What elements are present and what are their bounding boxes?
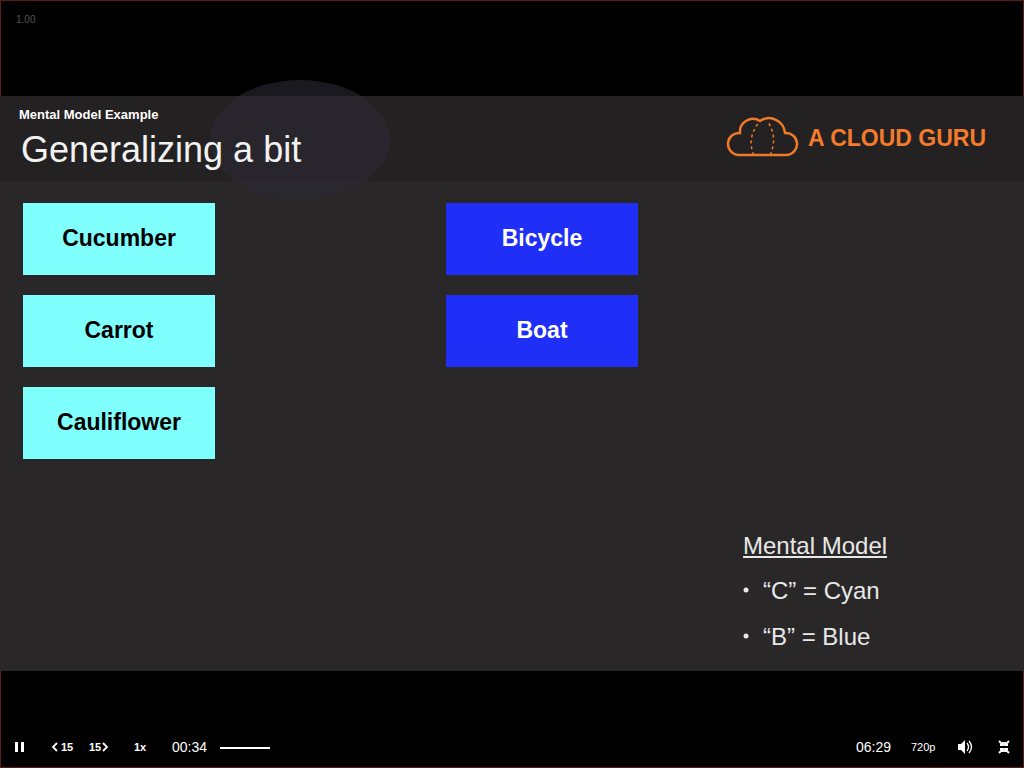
cloud-logo xyxy=(728,118,797,155)
box-label: Cauliflower xyxy=(57,410,181,435)
slide-background xyxy=(0,96,1024,671)
model-heading: Mental Model xyxy=(743,534,887,558)
box-label: Bicycle xyxy=(502,226,583,251)
brand-name: A CLOUD GURU xyxy=(808,127,986,150)
forward-seconds: 15 xyxy=(89,742,101,753)
box-label: Carrot xyxy=(84,318,153,343)
box-label: Boat xyxy=(516,318,567,343)
forward-chevron xyxy=(103,743,107,751)
slide-subtitle: Mental Model Example xyxy=(19,108,158,121)
fullscreen-icon xyxy=(999,741,1009,753)
category-box: Boat xyxy=(446,295,638,367)
progress-bar xyxy=(220,747,270,749)
volume-icon xyxy=(958,740,972,754)
box-label: Cucumber xyxy=(62,226,176,251)
elapsed-time: 00:34 xyxy=(172,740,207,754)
slide-title: Generalizing a bit xyxy=(21,132,301,168)
slide-header-band xyxy=(0,96,1024,181)
rewind-chevron xyxy=(53,743,57,751)
speed-readout: 1.00 xyxy=(16,15,35,25)
speed-button: 1x xyxy=(134,742,146,753)
bullet-dot xyxy=(744,634,749,639)
model-rule: “C” = Cyan xyxy=(763,579,880,603)
rewind-seconds: 15 xyxy=(61,742,73,753)
total-time: 06:29 xyxy=(856,740,891,754)
quality-button: 720p xyxy=(911,742,935,753)
bullet-dot xyxy=(744,588,749,593)
category-box: Cauliflower xyxy=(23,387,215,459)
category-box: Bicycle xyxy=(446,203,638,275)
category-box: Cucumber xyxy=(23,203,215,275)
pause-icon xyxy=(15,742,24,752)
model-rule: “B” = Blue xyxy=(763,625,870,649)
category-box: Carrot xyxy=(23,295,215,367)
